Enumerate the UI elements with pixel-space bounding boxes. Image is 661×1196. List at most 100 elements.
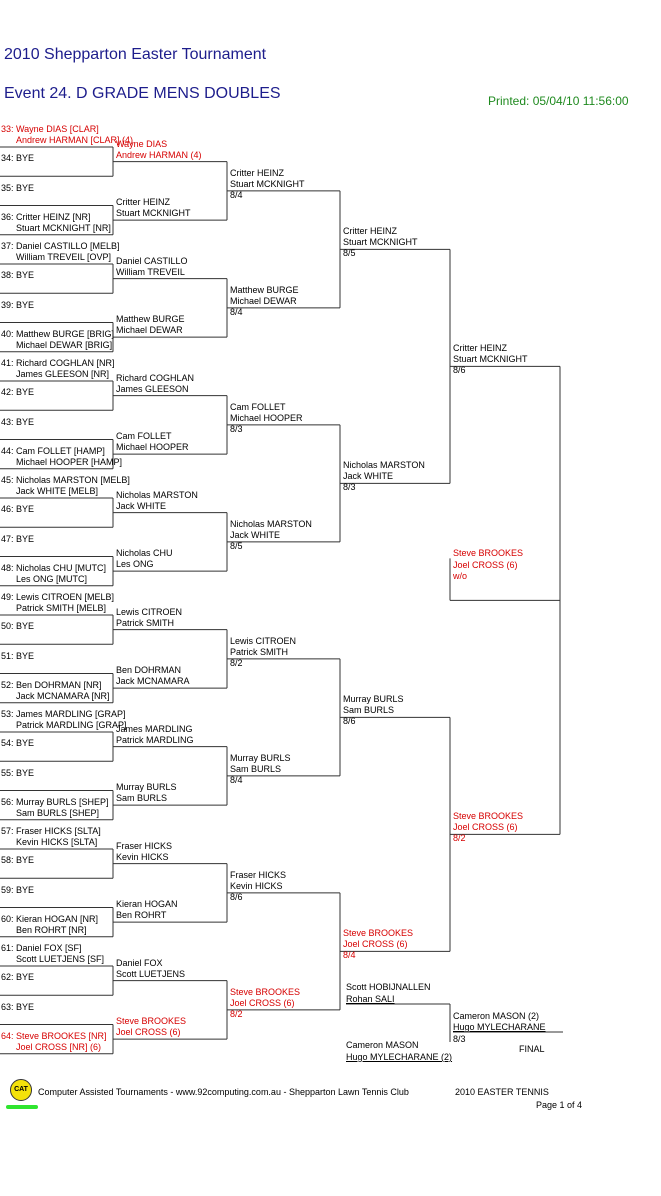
r1-player-b: James GLEESON [NR]: [16, 369, 110, 379]
r3-player-b: Kevin HICKS: [230, 880, 283, 891]
r5-score: 8/6: [453, 365, 466, 376]
r1-player-a: 54: BYE: [1, 738, 35, 749]
r3-score: 8/4: [230, 774, 243, 785]
r2-player-a: Cam FOLLET: [116, 431, 172, 442]
r1-player-a: 41: Richard COGHLAN [NR]: [1, 358, 115, 368]
r1-player-b: Sam BURLS [SHEP]: [16, 807, 100, 818]
r2-player-a: Fraser HICKS: [116, 840, 173, 851]
r1-player-a: 49: Lewis CITROEN [MELB]: [1, 592, 115, 602]
playoff-winner-player-b: Hugo MYLECHARANE: [453, 1022, 546, 1032]
r5-player-a: Critter HEINZ: [453, 343, 507, 354]
r3-player-a: Murray BURLS: [230, 752, 291, 763]
r2-player-a: Richard COGHLAN: [116, 372, 195, 383]
r2-player-b: Sam BURLS: [116, 793, 168, 804]
playoff-bottom-player-b: Hugo MYLECHARANE (2): [346, 1052, 453, 1062]
final-winner-player-a: Steve BROOKES: [453, 548, 524, 559]
r3-player-a: Cam FOLLET: [230, 401, 286, 412]
r4-score: 8/6: [343, 716, 356, 727]
r4-player-a: Nicholas MARSTON: [343, 460, 425, 471]
r2-player-a: Steve BROOKES: [116, 1016, 187, 1027]
r1-player-a: 43: BYE: [1, 416, 35, 427]
r1-player-a: 59: BYE: [1, 884, 35, 895]
r1-player-a: 34: BYE: [1, 153, 35, 164]
r1-player-a: 64: Steve BROOKES [NR]: [1, 1030, 107, 1041]
r2-player-a: Daniel FOX: [116, 957, 163, 968]
cat-logo-icon: CAT: [10, 1079, 32, 1101]
final-label: FINAL: [519, 1044, 545, 1054]
tournament-title: 2010 Shepparton Easter Tournament: [4, 46, 267, 63]
event-title: Event 24. D GRADE MENS DOUBLES: [4, 85, 281, 102]
r4-player-b: Joel CROSS (6): [343, 939, 408, 950]
footer-credit: Computer Assisted Tournaments - www.92co…: [38, 1087, 409, 1097]
r1-player-a: 35: BYE: [1, 182, 35, 193]
r2-player-a: Kieran HOGAN: [116, 899, 178, 910]
r3-score: 8/4: [230, 189, 243, 200]
r1-player-a: 37: Daniel CASTILLO [MELB]: [1, 241, 120, 251]
r2-player-b: Patrick MARDLING: [116, 734, 194, 745]
r3-player-a: Fraser HICKS: [230, 869, 287, 880]
r1-player-a: 51: BYE: [1, 650, 35, 661]
r2-player-a: Nicholas CHU: [116, 548, 173, 559]
r2-player-b: James GLEESON: [116, 383, 189, 394]
playoff-top-player-a: Scott HOBIJNALLEN: [346, 982, 431, 992]
r3-player-b: Michael DEWAR: [230, 295, 297, 306]
r1-player-b: Andrew HARMAN [CLAR] (4): [16, 135, 134, 145]
r5-score: 8/2: [453, 833, 466, 844]
r1-player-b: Scott LUETJENS [SF]: [16, 954, 105, 964]
r1-player-a: 45: Nicholas MARSTON [MELB]: [1, 475, 130, 485]
r3-player-b: Sam BURLS: [230, 763, 282, 774]
r3-player-b: Jack WHITE: [230, 529, 281, 540]
r3-player-b: Joel CROSS (6): [230, 997, 295, 1008]
r1-player-b: Michael DEWAR [BRIG]: [16, 339, 113, 350]
r1-player-a: 53: James MARDLING [GRAP]: [1, 709, 126, 719]
r2-player-a: Murray BURLS: [116, 782, 177, 793]
r4-player-b: Stuart MCKNIGHT: [343, 237, 418, 248]
r4-player-b: Jack WHITE: [343, 471, 394, 482]
r2-player-b: William TREVEIL: [116, 266, 185, 277]
r1-player-a: 60: Kieran HOGAN [NR]: [1, 913, 99, 924]
r3-player-a: Steve BROOKES: [230, 986, 301, 997]
r2-player-b: Patrick SMITH: [116, 617, 175, 628]
r5-player-a: Steve BROOKES: [453, 811, 524, 822]
final-winner-score: w/o: [453, 571, 468, 582]
r1-player-a: 56: Murray BURLS [SHEP]: [1, 796, 109, 807]
r3-player-a: Lewis CITROEN: [230, 635, 297, 646]
r2-player-a: Ben DOHRMAN: [116, 665, 182, 676]
r1-player-b: Jack MCNAMARA [NR]: [16, 690, 110, 701]
r2-player-a: Daniel CASTILLO: [116, 255, 188, 266]
r3-score: 8/4: [230, 306, 243, 317]
r2-player-b: Stuart MCKNIGHT: [116, 208, 191, 219]
r1-player-b: Joel CROSS [NR] (6): [16, 1041, 102, 1052]
r1-player-a: 33: Wayne DIAS [CLAR]: [1, 124, 99, 134]
r1-player-b: Jack WHITE [MELB]: [16, 486, 99, 496]
r2-player-b: Michael HOOPER: [116, 442, 189, 453]
r3-score: 8/2: [230, 1008, 243, 1019]
r3-player-b: Patrick SMITH: [230, 646, 289, 657]
r1-player-a: 50: BYE: [1, 621, 35, 632]
r1-player-b: Patrick MARDLING [GRAP]: [16, 720, 127, 730]
playoff-bottom-player-a: Cameron MASON: [346, 1040, 419, 1050]
r3-player-b: Michael HOOPER: [230, 412, 303, 423]
r1-player-b: Ben ROHRT [NR]: [16, 924, 87, 935]
r1-player-a: 40: Matthew BURGE [BRIG]: [1, 328, 115, 339]
r1-player-a: 55: BYE: [1, 767, 35, 778]
r3-player-b: Stuart MCKNIGHT: [230, 178, 305, 189]
r5-player-b: Joel CROSS (6): [453, 822, 518, 833]
r1-player-b: Michael HOOPER [HAMP]: [16, 456, 123, 467]
r2-player-b: Jack WHITE: [116, 500, 167, 511]
r2-player-b: Jack MCNAMARA: [116, 676, 190, 687]
playoff-top-player-b: Rohan SALI: [346, 994, 395, 1004]
footer-event: 2010 EASTER TENNIS: [455, 1087, 549, 1097]
r4-score: 8/3: [343, 482, 356, 493]
r3-score: 8/5: [230, 540, 243, 551]
r1-player-a: 47: BYE: [1, 533, 35, 544]
playoff-winner-player-a: Cameron MASON (2): [453, 1011, 540, 1021]
r1-player-b: William TREVEIL [OVP]: [16, 252, 112, 262]
r2-player-b: Joel CROSS (6): [116, 1027, 181, 1038]
r1-player-a: 44: Cam FOLLET [HAMP]: [1, 445, 105, 456]
r3-score: 8/3: [230, 423, 243, 434]
r1-player-b: Stuart MCKNIGHT [NR]: [16, 222, 111, 233]
r2-player-b: Andrew HARMAN (4): [116, 149, 202, 160]
r1-player-a: 39: BYE: [1, 299, 35, 310]
r1-player-a: 63: BYE: [1, 1001, 35, 1012]
